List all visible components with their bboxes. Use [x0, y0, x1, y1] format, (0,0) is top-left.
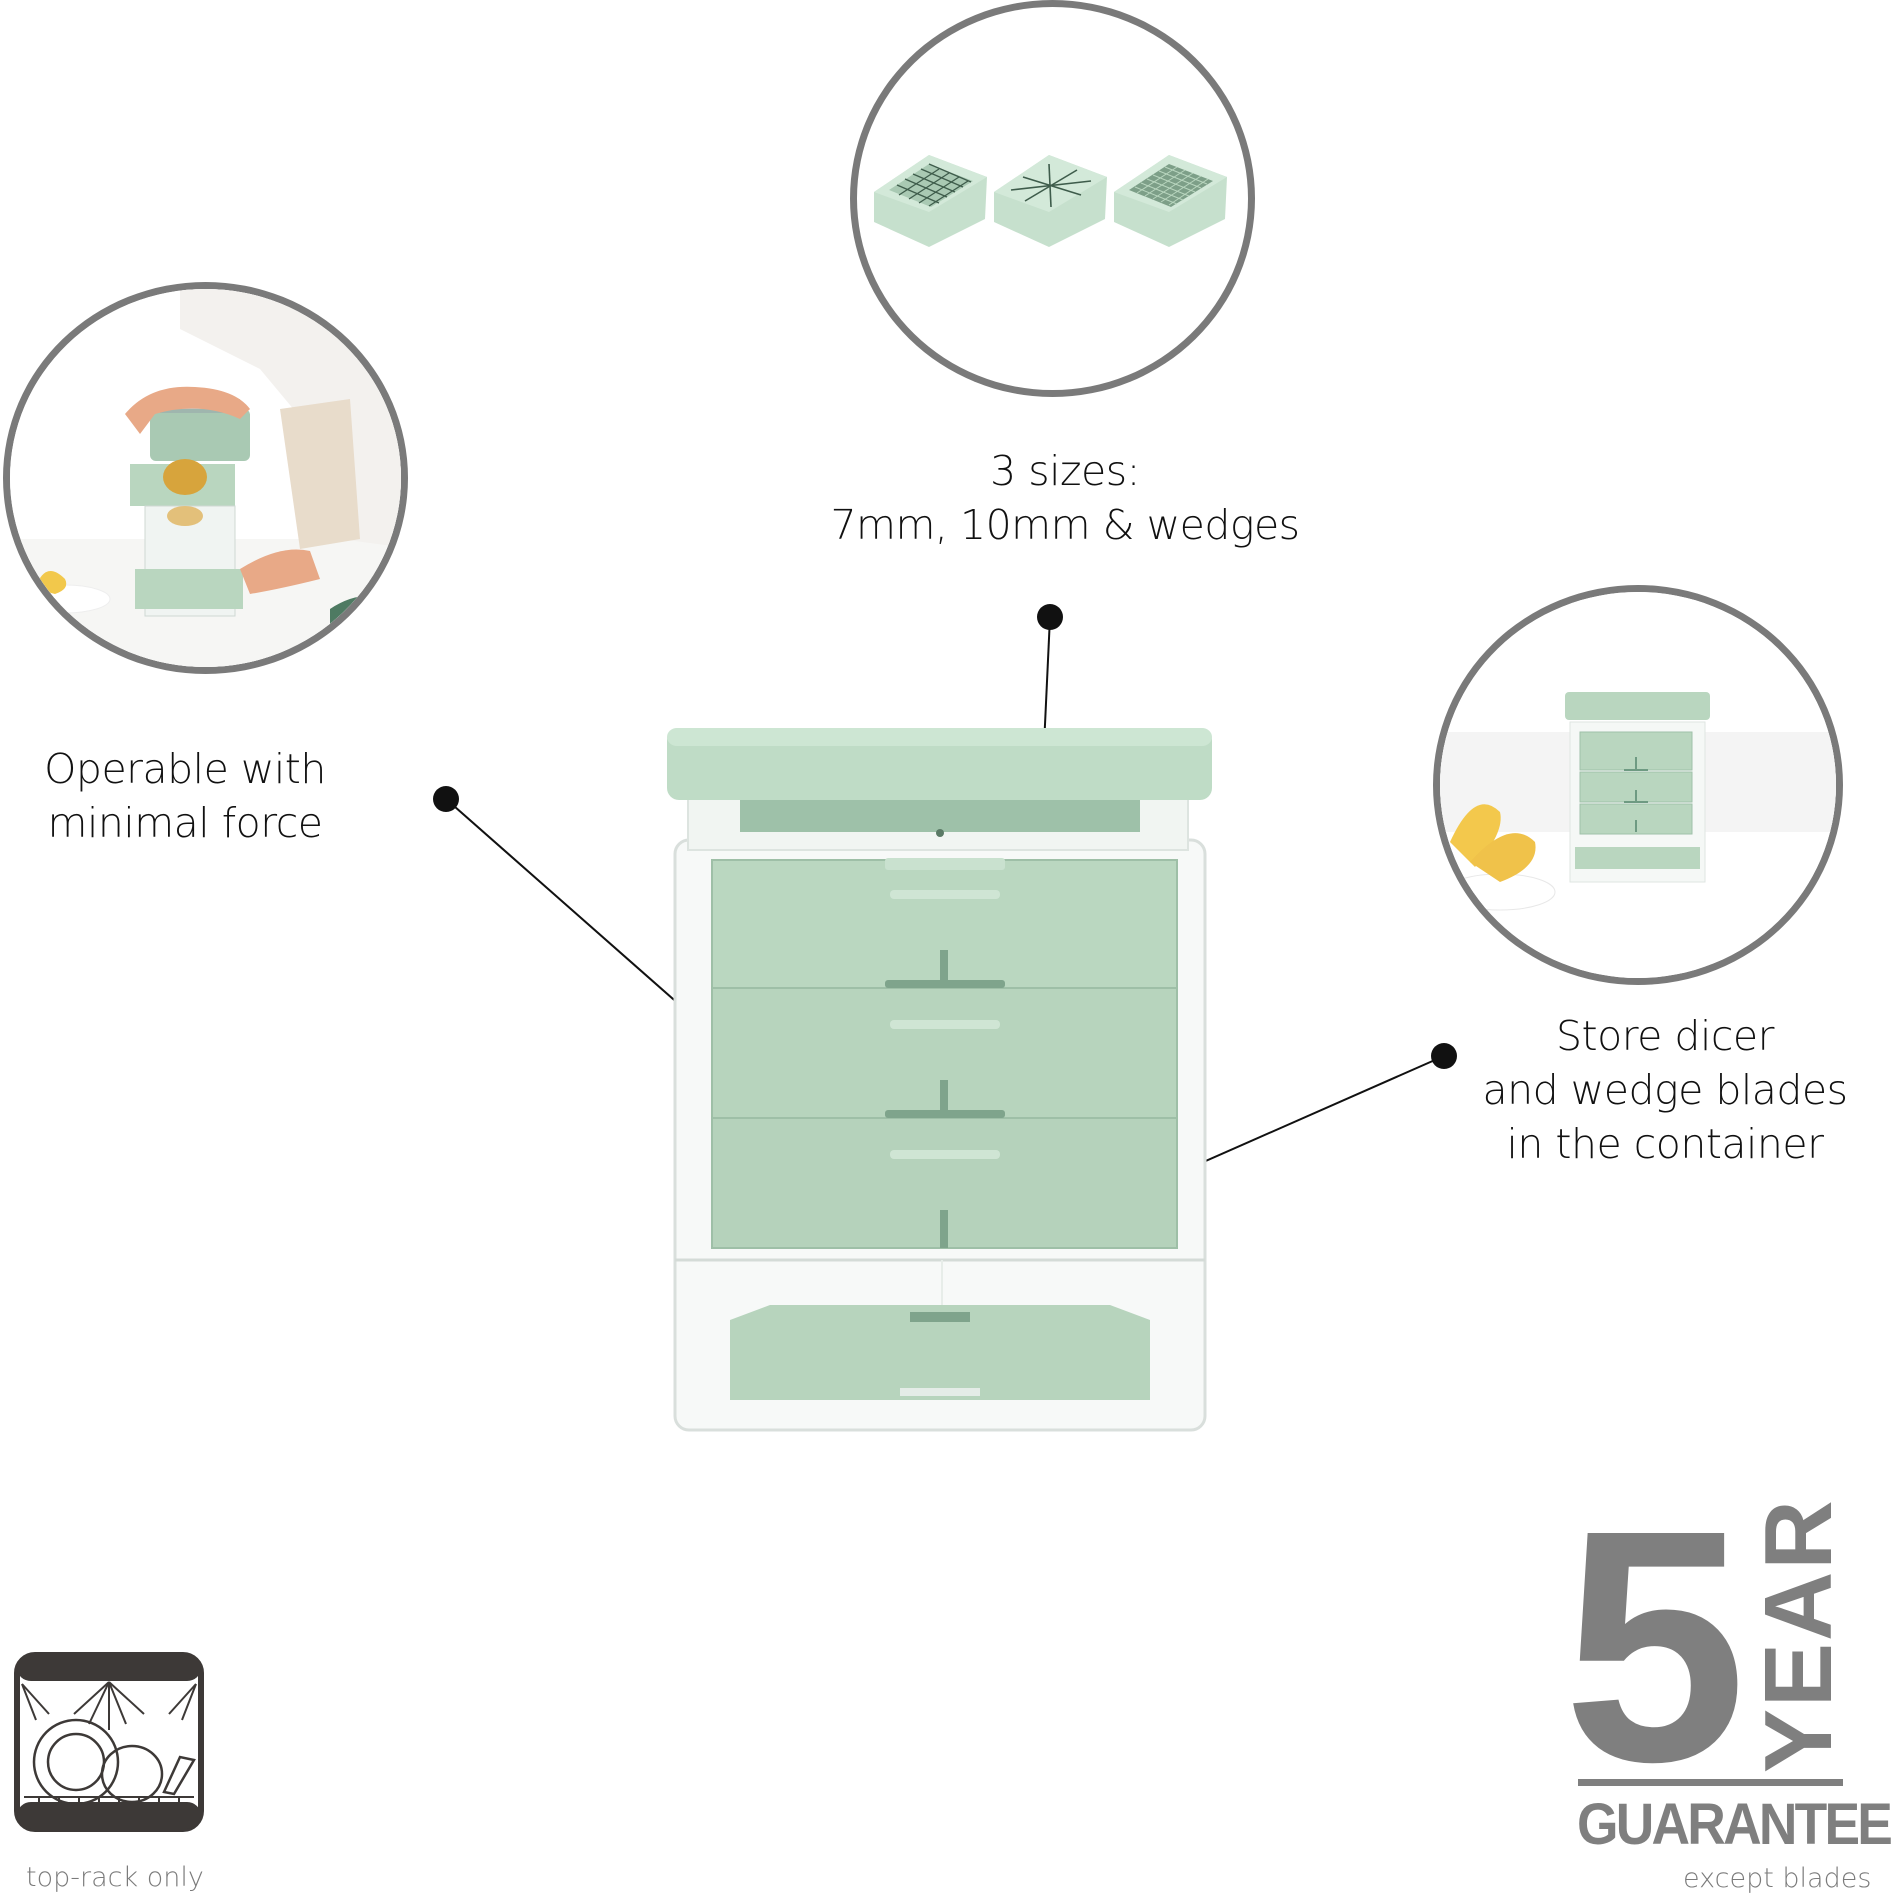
callout-dot-sizes [1037, 604, 1063, 630]
feature-storage-line-1: Store dicer [1556, 1012, 1774, 1060]
feature-sizes-line-2: 7mm, 10mm & wedges [830, 501, 1300, 549]
hands-operating-circle [3, 282, 408, 674]
callout-dot-storage [1431, 1043, 1457, 1069]
feature-storage-line-3: in the container [1506, 1120, 1825, 1168]
feature-sizes-line-1: 3 sizes: [990, 447, 1140, 495]
dishwasher-icon [14, 1652, 204, 1832]
product-image [667, 728, 1212, 1432]
blade-insert-10mm [1114, 155, 1227, 247]
stored-dicer-image [1440, 592, 1836, 978]
stored-blade-stack [711, 858, 1178, 1249]
guarantee-note: except blades [1683, 1863, 1872, 1894]
feature-force-line-1: Operable with [44, 745, 326, 793]
guarantee-number: 5 [1563, 1461, 1747, 1830]
feature-force-line-2: minimal force [47, 799, 323, 847]
feature-text-storage: Store dicer and wedge blades in the cont… [1465, 1009, 1865, 1171]
guarantee-word: GUARANTEE [1577, 1792, 1893, 1857]
guarantee-badge: 5 YEAR GUARANTEE except blades [1563, 1481, 1893, 1895]
blade-inserts-image [874, 155, 1227, 247]
hands-operating-image [10, 289, 401, 667]
blade-insert-wedges [994, 155, 1107, 247]
guarantee-divider [1578, 1779, 1843, 1786]
stored-dicer-circle [1433, 585, 1843, 985]
blade-inserts-circle [850, 0, 1255, 397]
blade-insert-7mm [874, 155, 987, 247]
feature-text-sizes: 3 sizes: 7mm, 10mm & wedges [820, 444, 1310, 552]
feature-storage-line-2: and wedge blades [1482, 1066, 1848, 1114]
callout-dot-force [433, 786, 459, 812]
feature-text-force: Operable with minimal force [30, 742, 340, 850]
dishwasher-label: top-rack only [26, 1862, 204, 1893]
guarantee-unit: YEAR [1745, 1498, 1852, 1773]
base-tray [730, 1305, 1150, 1400]
